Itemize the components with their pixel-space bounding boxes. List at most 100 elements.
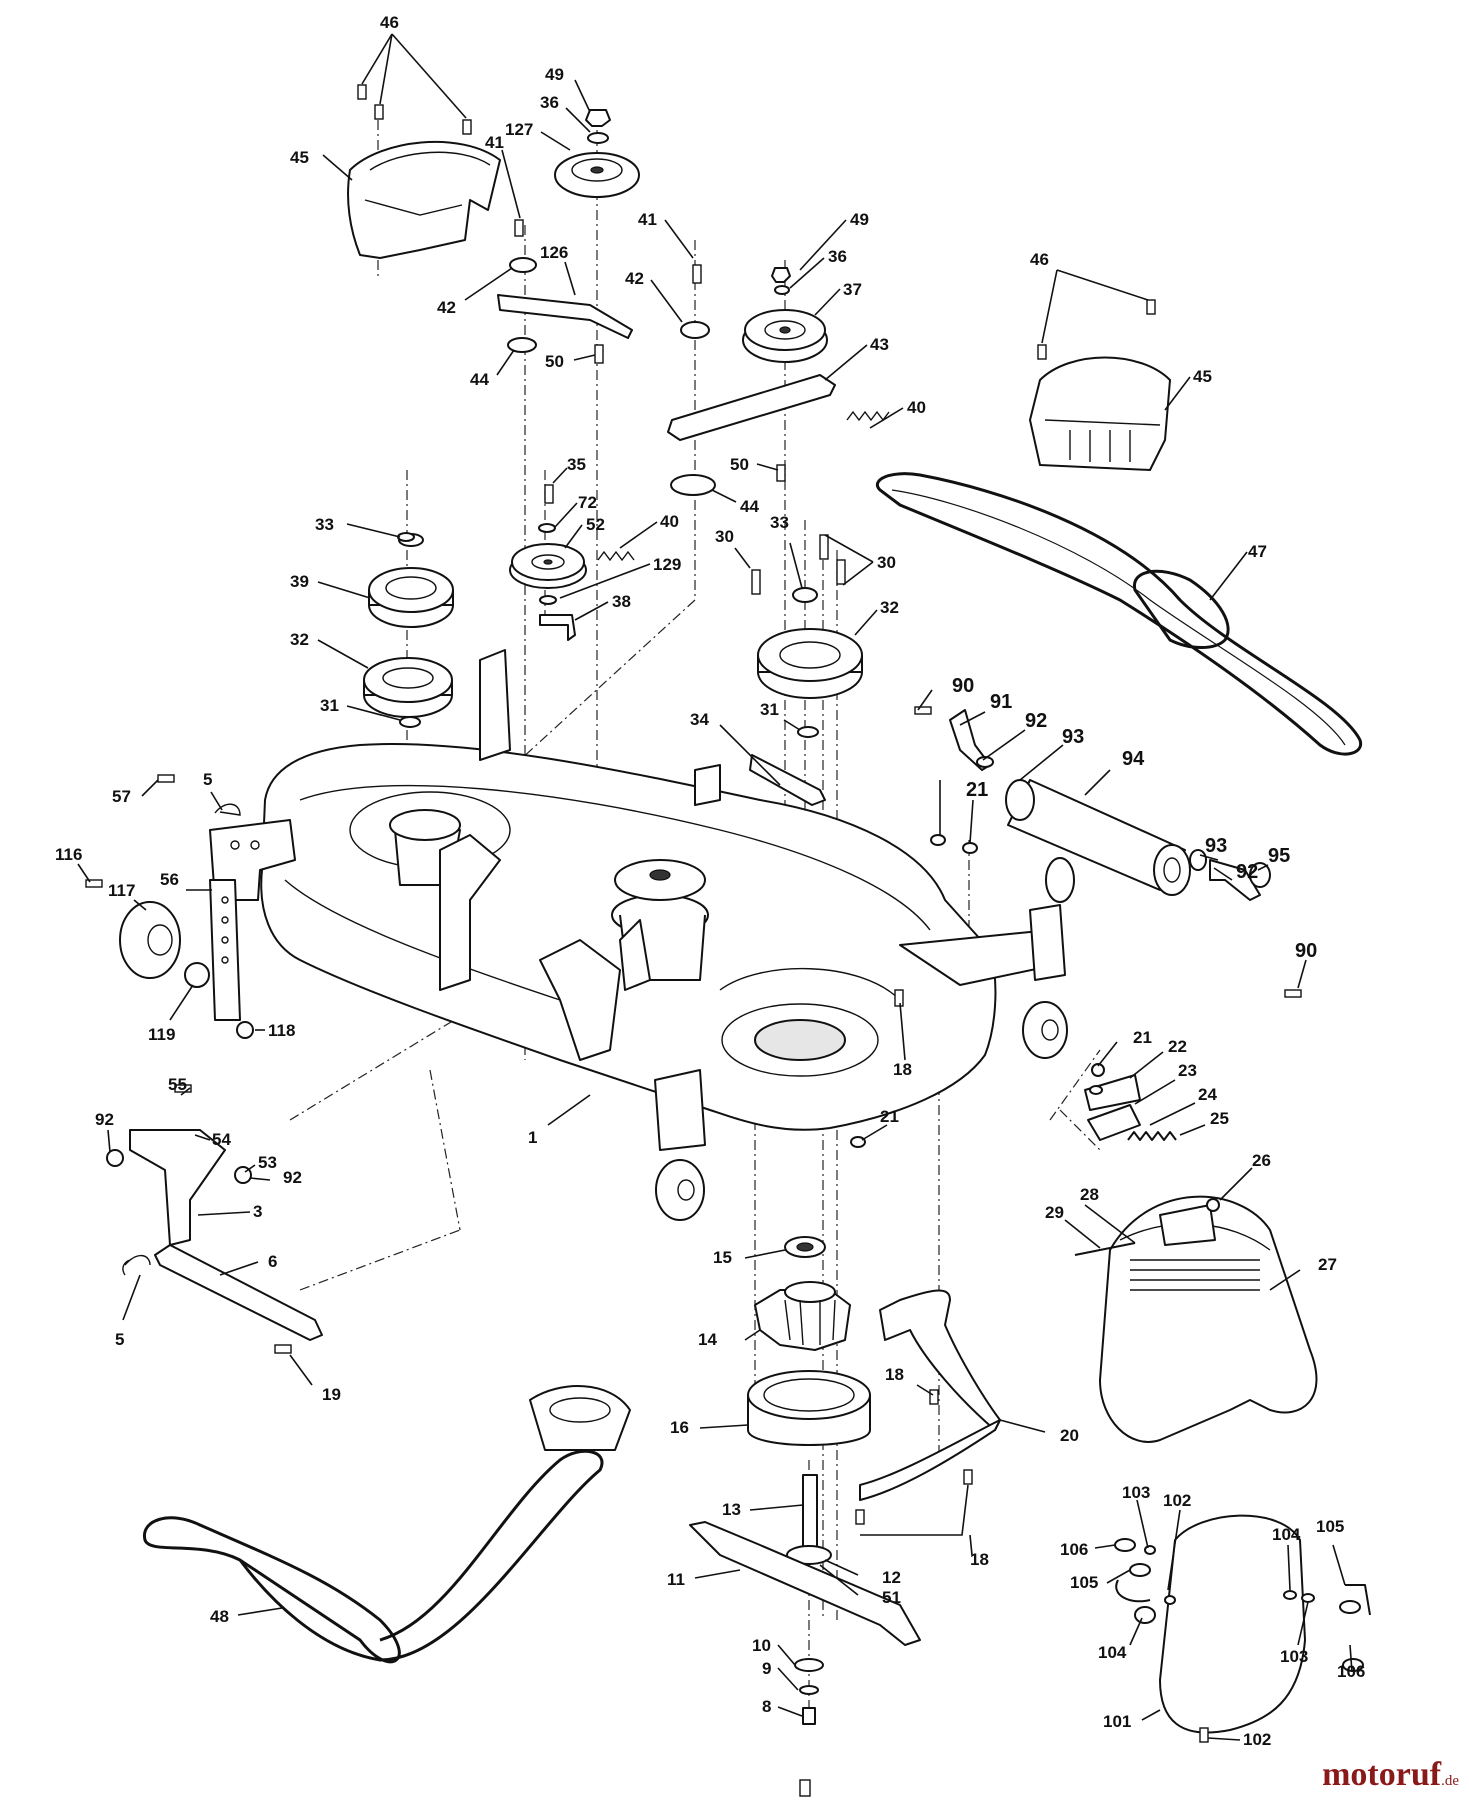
label-10: 10 (752, 1636, 771, 1655)
label-42-left: 42 (437, 298, 456, 317)
label-38: 38 (612, 592, 631, 611)
label-57: 57 (112, 787, 131, 806)
label-93-lower: 93 (1205, 835, 1227, 857)
label-91: 91 (990, 691, 1012, 713)
label-93-top: 93 (1062, 726, 1084, 748)
label-18-top: 18 (893, 1060, 912, 1079)
label-47: 47 (1248, 542, 1267, 561)
label-72: 72 (578, 493, 597, 512)
label-45-right: 45 (1193, 367, 1212, 386)
label-5-lower: 5 (115, 1330, 124, 1349)
idler-arm-126 (497, 294, 633, 339)
label-35: 35 (567, 455, 586, 474)
label-34: 34 (690, 710, 709, 729)
label-3: 3 (253, 1202, 262, 1221)
label-103-right: 103 (1280, 1647, 1308, 1666)
label-31-left: 31 (320, 696, 339, 715)
spindle-housing-14 (754, 1281, 851, 1351)
label-103-left: 103 (1122, 1483, 1150, 1502)
label-30-right: 30 (877, 553, 896, 572)
label-126: 126 (540, 243, 568, 262)
deflector-bracket-20 (859, 1289, 1001, 1501)
label-30-left: 30 (715, 527, 734, 546)
pulley-39 (368, 533, 454, 628)
link-6 (122, 1244, 323, 1341)
label-16: 16 (670, 1418, 689, 1437)
pulley-127 (554, 109, 640, 198)
label-36-right: 36 (828, 247, 847, 266)
label-117: 117 (108, 881, 135, 900)
label-22: 22 (1168, 1037, 1187, 1056)
label-13: 13 (722, 1500, 741, 1519)
clip-26 (1206, 1198, 1220, 1212)
label-33-left: 33 (315, 515, 334, 534)
label-44-right: 44 (740, 497, 759, 516)
label-27: 27 (1318, 1255, 1337, 1274)
label-8: 8 (762, 1697, 771, 1716)
bracket-38 (539, 614, 576, 641)
label-9: 9 (762, 1659, 771, 1678)
label-43: 43 (870, 335, 889, 354)
label-39: 39 (290, 572, 309, 591)
label-116: 116 (55, 845, 82, 864)
mower-deck (209, 649, 1075, 1221)
label-11: 11 (667, 1570, 685, 1589)
label-51: 51 (882, 1588, 901, 1607)
label-50-right: 50 (730, 455, 749, 474)
label-92-mid: 92 (283, 1168, 302, 1187)
label-94: 94 (1122, 748, 1145, 770)
gauge-wheel-117 (119, 901, 210, 988)
watermark-logo: motoruf.de (1322, 1756, 1459, 1794)
label-92-left: 92 (95, 1110, 114, 1129)
label-56: 56 (160, 870, 179, 889)
idler-arm-43 (667, 374, 836, 441)
label-44-left: 44 (470, 370, 489, 389)
label-12: 12 (882, 1568, 901, 1587)
label-26: 26 (1252, 1151, 1271, 1170)
label-37: 37 (843, 280, 862, 299)
label-24: 24 (1198, 1085, 1217, 1104)
label-36-left: 36 (540, 93, 559, 112)
wheel-bracket-56 (209, 879, 254, 1039)
blade-11 (689, 1521, 921, 1646)
discharge-chute-27 (1074, 1195, 1318, 1443)
label-18-lower: 18 (970, 1550, 989, 1569)
blade-hardware (794, 1658, 824, 1725)
label-18-middle: 18 (885, 1365, 904, 1384)
belt-47 (876, 472, 1363, 756)
label-33-right: 33 (770, 513, 789, 532)
label-52: 52 (586, 515, 605, 534)
belt-cover-right (1029, 356, 1171, 471)
label-127: 127 (505, 120, 533, 139)
label-118: 118 (268, 1021, 295, 1040)
label-49-left: 49 (545, 65, 564, 84)
label-92-lower: 92 (1236, 861, 1258, 883)
label-55: 55 (168, 1075, 187, 1094)
pulley-32-right (757, 587, 863, 738)
label-105-right: 105 (1316, 1517, 1344, 1536)
mulch-plate-101 (1159, 1514, 1306, 1734)
belt-48 (143, 1385, 631, 1664)
label-21-lower: 21 (880, 1107, 899, 1126)
pulley-52 (509, 523, 587, 589)
label-53: 53 (258, 1153, 277, 1172)
label-14: 14 (698, 1330, 717, 1349)
label-95: 95 (1268, 845, 1290, 867)
springs (597, 410, 1177, 1141)
callout-labels: 46 45 49 36 127 41 126 42 44 50 41 49 36… (55, 13, 1365, 1749)
label-50-left: 50 (545, 352, 564, 371)
label-46-right: 46 (1030, 250, 1049, 269)
label-46-left: 46 (380, 13, 399, 32)
label-21-deck: 21 (966, 779, 988, 801)
label-32-left: 32 (290, 630, 309, 649)
washers (397, 257, 716, 605)
label-1: 1 (528, 1128, 537, 1147)
label-32-right: 32 (880, 598, 899, 617)
label-5-top: 5 (203, 770, 212, 789)
label-106-right: 106 (1337, 1662, 1365, 1681)
label-105-left: 105 (1070, 1573, 1098, 1592)
label-28: 28 (1080, 1185, 1099, 1204)
label-19: 19 (322, 1385, 341, 1404)
label-25: 25 (1210, 1109, 1229, 1128)
